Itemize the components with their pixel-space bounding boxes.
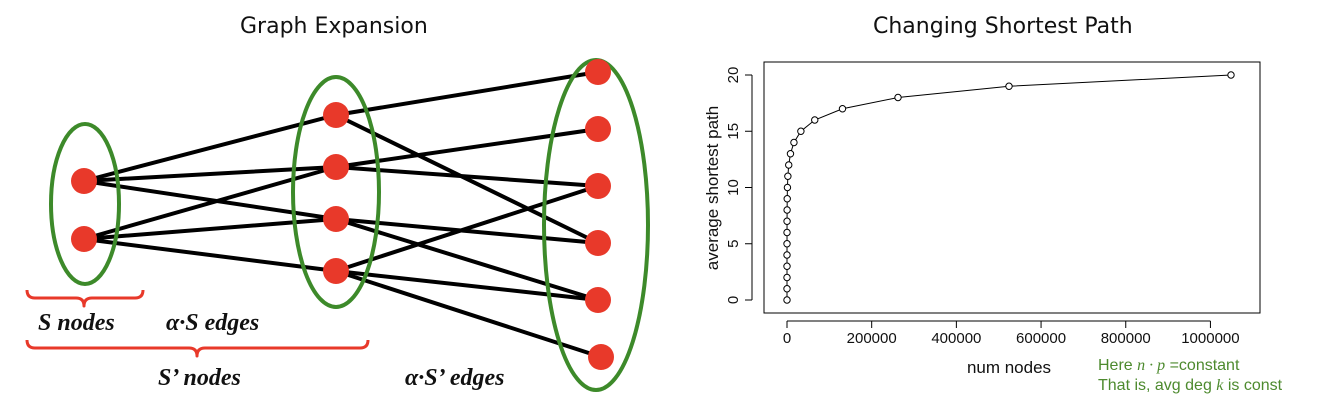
edge	[334, 70, 600, 117]
s-nodes-brace	[25, 289, 145, 308]
edge	[334, 127, 600, 169]
node	[323, 102, 349, 128]
edge	[82, 237, 338, 273]
node	[323, 258, 349, 284]
node	[588, 344, 614, 370]
data-point	[783, 251, 791, 259]
y-tick-label: 15	[725, 123, 742, 140]
x-tick-label: 600000	[1016, 330, 1066, 347]
x-tick-label: 800000	[1101, 330, 1151, 347]
node	[323, 154, 349, 180]
note-line-1: Here n · p =constant	[1098, 356, 1282, 376]
graph-expansion-diagram: S nodes α·S edges S’ nodes α·S’ edges	[25, 58, 650, 392]
data-point	[790, 138, 798, 147]
x-tick-label: 200000	[847, 330, 897, 347]
note-line-2-math: k	[1216, 377, 1224, 394]
note-line-2: That is, avg deg k is const	[1098, 376, 1282, 396]
note-line-2-suffix: is const	[1223, 377, 1283, 394]
data-point	[797, 127, 805, 135]
x-tick-label: 0	[783, 330, 791, 347]
data-point	[811, 116, 819, 124]
data-point	[894, 93, 902, 102]
chart-axes: 0 200000 400000 600000 800000 1000000 0 5 10 15 20	[725, 67, 1240, 347]
data-point	[1227, 71, 1235, 79]
edge	[334, 269, 603, 359]
s-prime-set-ellipse	[291, 75, 381, 309]
data-point	[783, 183, 792, 192]
data-point	[783, 206, 791, 214]
plot-frame	[763, 61, 1261, 314]
shortest-path-title: Changing Shortest Path	[873, 14, 1133, 39]
data-point	[783, 195, 791, 203]
x-axis-title: num nodes	[967, 358, 1051, 377]
data-point	[785, 161, 793, 169]
y-tick-label: 5	[725, 240, 742, 248]
data-point	[786, 150, 795, 158]
s-nodes-label: S nodes	[38, 310, 115, 336]
data-point	[783, 240, 791, 248]
note-line-1-prefix: Here	[1098, 357, 1138, 374]
data-point	[1005, 82, 1013, 90]
shortest-path-chart: 0 200000 400000 600000 800000 1000000 0 5 10 15 20…	[703, 61, 1261, 377]
series-line	[786, 74, 1232, 301]
data-point	[783, 262, 791, 270]
node	[585, 287, 611, 313]
y-tick-label: 20	[725, 67, 742, 84]
s-set-ellipse	[49, 122, 121, 286]
node	[585, 116, 611, 142]
alpha-s-edges-label: α·S edges	[166, 310, 259, 336]
x-tick-label: 400000	[931, 330, 981, 347]
edge	[334, 113, 600, 245]
edge	[334, 217, 600, 302]
data-point	[783, 217, 791, 225]
node	[585, 230, 611, 256]
edge	[334, 217, 600, 245]
y-axis-title: average shortest path	[703, 106, 722, 270]
edge	[334, 184, 600, 273]
y-tick-label: 0	[725, 296, 742, 304]
node	[323, 206, 349, 232]
edge-group	[82, 70, 603, 359]
graph-expansion-title: Graph Expansion	[240, 14, 428, 39]
y-tick-label: 10	[725, 179, 742, 196]
data-point	[784, 172, 792, 180]
node	[585, 173, 611, 199]
data-point	[783, 273, 791, 282]
node	[71, 226, 97, 252]
edge	[82, 113, 338, 183]
data-point	[838, 105, 847, 113]
edge	[334, 165, 600, 188]
node-group	[71, 59, 614, 370]
node	[71, 168, 97, 194]
data-point	[783, 296, 791, 304]
s-prime-nodes-brace	[25, 339, 370, 358]
s-prime-nodes-label: S’ nodes	[158, 365, 241, 391]
note-line-1-suffix: =constant	[1165, 357, 1240, 374]
data-point	[783, 285, 791, 293]
note-line-1-math: n · p	[1137, 357, 1166, 374]
alpha-s-prime-edges-label: α·S’ edges	[405, 365, 504, 391]
note-line-2-prefix: That is, avg deg	[1098, 377, 1217, 394]
node	[585, 59, 611, 85]
data-point	[783, 228, 791, 237]
constant-note: Here n · p =constant That is, avg deg k …	[1098, 356, 1282, 396]
edge	[82, 179, 338, 221]
edge	[334, 269, 600, 302]
chart-series	[783, 71, 1235, 304]
x-tick-label: 1000000	[1181, 330, 1239, 347]
